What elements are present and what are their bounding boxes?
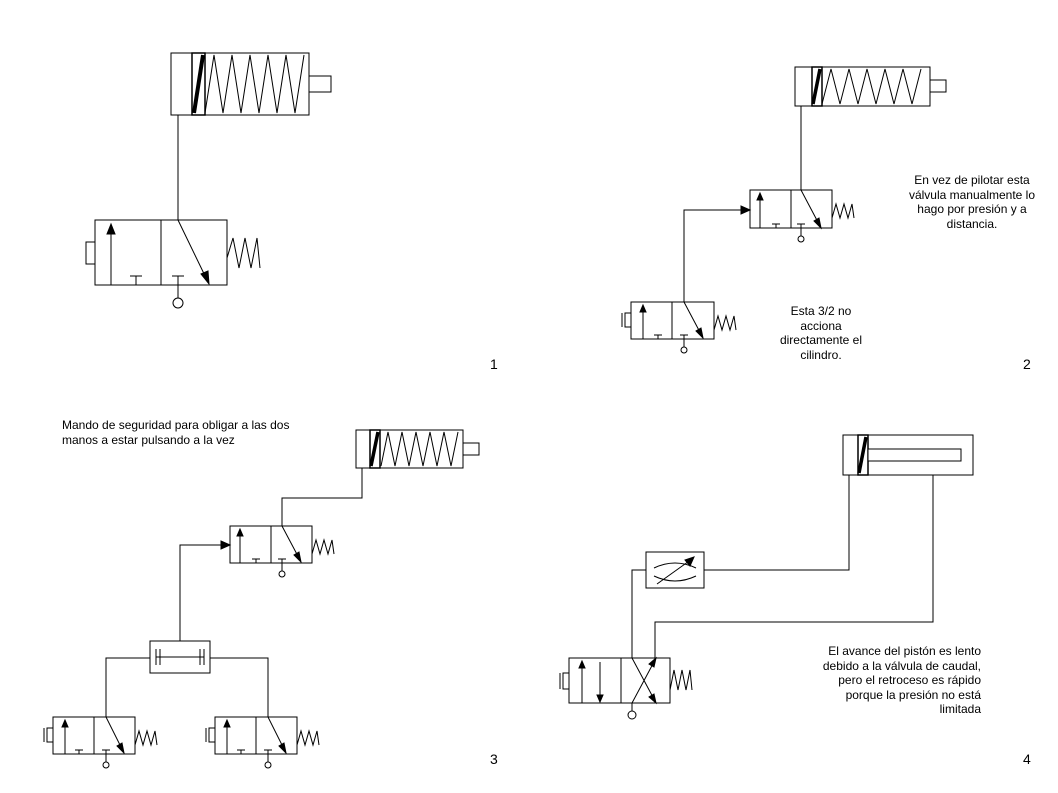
air-line bbox=[105, 657, 150, 717]
flow-control-valve bbox=[645, 551, 705, 589]
air-line bbox=[281, 468, 363, 526]
panel-3 bbox=[43, 429, 480, 769]
air-line bbox=[654, 475, 934, 658]
panel-number-3: 3 bbox=[490, 751, 498, 767]
valve-3-2-manual-left bbox=[43, 716, 158, 769]
cylinder-spring-return-3 bbox=[355, 429, 480, 469]
valve-3-2-pilot-3 bbox=[229, 525, 335, 578]
valve-3-2-manual-1 bbox=[85, 219, 261, 309]
note-pilot-pressure: En vez de pilotar esta válvula manualmen… bbox=[908, 173, 1036, 231]
panel-number-1: 1 bbox=[490, 356, 498, 372]
cylinder-double-acting bbox=[842, 434, 974, 476]
panel-2 bbox=[621, 66, 947, 354]
and-valve bbox=[149, 640, 211, 674]
valve-3-2-pilot-2 bbox=[749, 189, 855, 243]
note-flow-speed: El avance del pistón es lento debido a l… bbox=[822, 644, 981, 716]
note-two-hand-safety: Mando de seguridad para obligar a las do… bbox=[62, 418, 290, 447]
valve-3-2-manual-right bbox=[205, 716, 320, 769]
air-line bbox=[210, 657, 269, 717]
air-line bbox=[704, 475, 850, 571]
panel-number-4: 4 bbox=[1023, 751, 1031, 767]
air-line bbox=[631, 569, 646, 658]
valve-3-2-manual-2 bbox=[621, 301, 737, 354]
panel-4 bbox=[559, 434, 974, 720]
pilot-line bbox=[683, 209, 748, 302]
panel-number-2: 2 bbox=[1023, 356, 1031, 372]
note-3-2-indirect: Esta 3/2 no acciona directamente el cili… bbox=[779, 304, 863, 362]
cylinder-spring-return-1 bbox=[170, 52, 332, 116]
pilot-line bbox=[179, 544, 228, 641]
panel-1 bbox=[85, 52, 332, 309]
cylinder-spring-return-2 bbox=[794, 66, 947, 107]
valve-4-2-manual bbox=[559, 656, 693, 720]
